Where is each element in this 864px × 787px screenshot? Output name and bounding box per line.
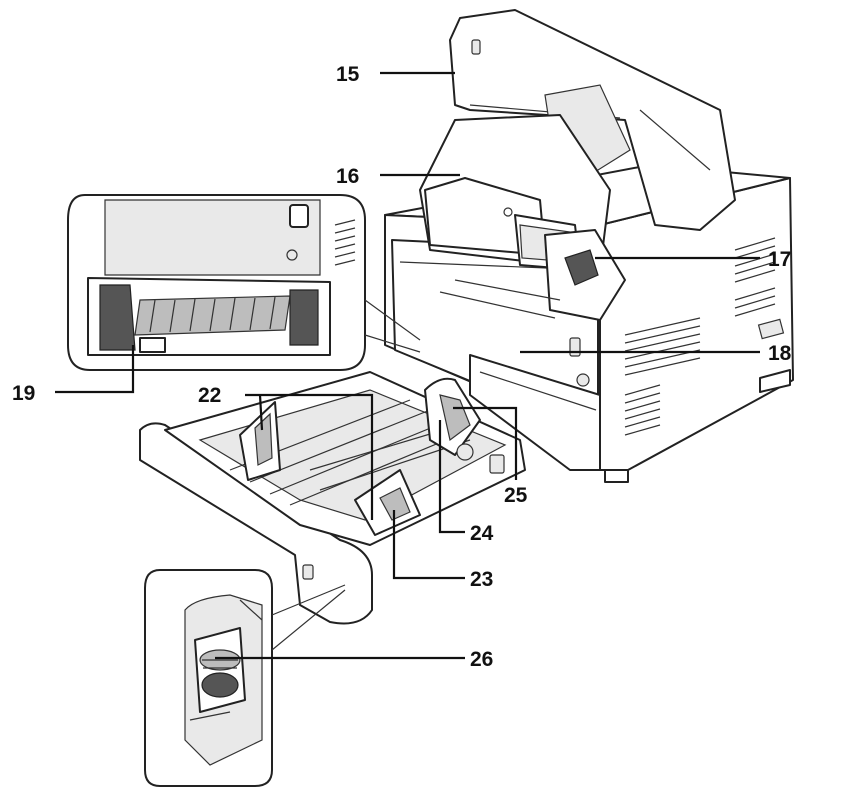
callout-26: 26: [470, 648, 493, 671]
rear-view-inset: [67, 194, 421, 371]
callout-labels: 15 16 17 18 19 22 23 24 25 26: [12, 63, 792, 671]
callout-24: 24: [470, 522, 494, 545]
dial-inset: [144, 569, 346, 787]
callout-16: 16: [336, 165, 359, 188]
callout-17: 17: [768, 248, 791, 271]
leader-lines: [55, 71, 760, 660]
callout-25: 25: [504, 484, 528, 507]
callout-19: 19: [12, 382, 35, 405]
callout-23: 23: [470, 568, 493, 591]
toner-cartridge: [419, 114, 626, 321]
callout-22: 22: [198, 384, 221, 407]
callout-18: 18: [768, 342, 792, 365]
paper-cassette: [139, 371, 526, 625]
callout-15: 15: [336, 63, 360, 86]
